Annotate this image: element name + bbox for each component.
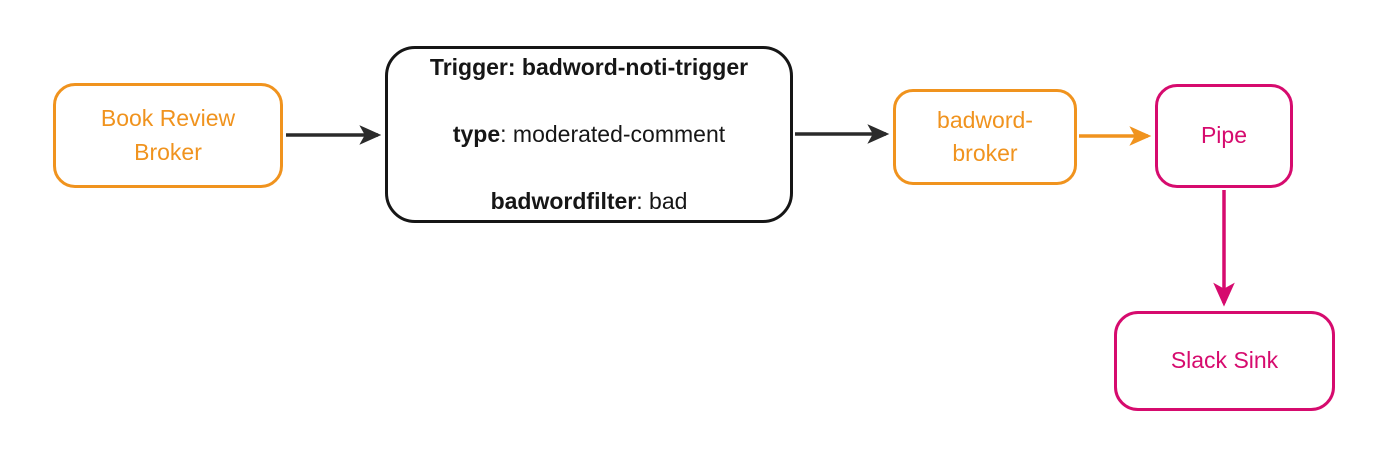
trigger-type-key: type	[452, 120, 501, 147]
trigger-type-value: : moderated-comment	[500, 120, 726, 147]
trigger-filter-key: badwordfilter	[490, 187, 637, 214]
trigger-line-1: Trigger: badword-noti-trigger	[429, 54, 749, 81]
node-pipe[interactable]: Pipe	[1155, 84, 1293, 188]
node-trigger[interactable]: Trigger: badword-noti-trigger type: mode…	[385, 46, 793, 223]
node-slack-sink[interactable]: Slack Sink	[1114, 311, 1335, 411]
trigger-filter-value: : bad	[636, 187, 688, 214]
node-slack-sink-label: Slack Sink	[1170, 347, 1279, 374]
trigger-line-3: badwordfilter: bad	[491, 151, 688, 218]
node-book-review-broker[interactable]: Book Review Broker	[53, 83, 283, 188]
node-book-review-broker-label: Book Review Broker	[100, 105, 236, 165]
trigger-line-2: type: moderated-comment	[453, 84, 725, 151]
node-badword-broker[interactable]: badword- broker	[893, 89, 1077, 185]
node-badword-broker-label: badword- broker	[937, 106, 1033, 166]
node-pipe-label: Pipe	[1200, 122, 1248, 149]
